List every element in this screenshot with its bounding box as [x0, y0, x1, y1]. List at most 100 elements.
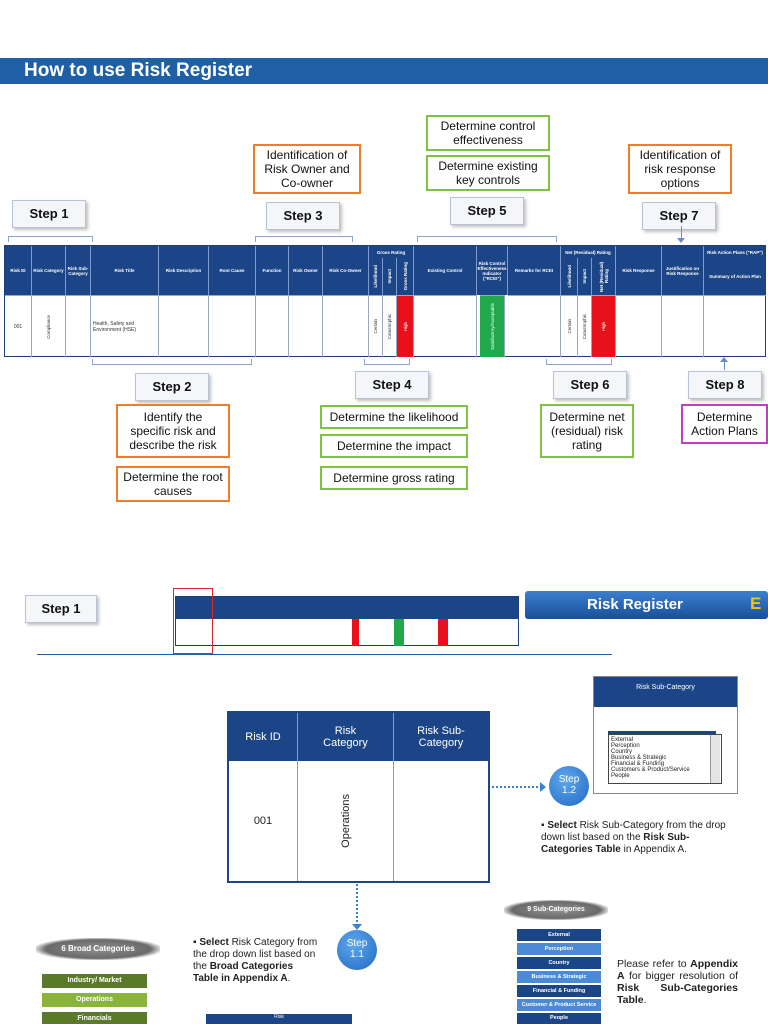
cell-net-likelihood[interactable]: Certain [561, 295, 578, 357]
hdr-function: Function [256, 246, 289, 295]
hdr-impact: Impact [383, 258, 397, 295]
note-gross-rating: Determine gross rating [320, 466, 468, 490]
arrow-to-step12 [492, 786, 542, 788]
dropdown-option[interactable]: Business & Strategic [611, 755, 667, 761]
mini-highlight-box [173, 588, 213, 654]
dropdown-option[interactable]: Financial & Funding [611, 761, 665, 767]
hdr-risk-owner: Risk Owner [289, 246, 323, 295]
cell-remarks-rci[interactable] [508, 295, 561, 357]
hdr-gross-rating-group: Gross Rating [369, 246, 414, 258]
cell-function[interactable] [256, 295, 289, 357]
bracket-step2 [92, 359, 252, 365]
arrow-head-step12 [540, 782, 546, 792]
cell-root-cause[interactable] [209, 295, 256, 357]
sub-category-item: Business & Strategic [517, 971, 601, 983]
mini-net-high [438, 619, 448, 646]
zoom-hdr-category: Risk Category [298, 713, 394, 761]
dropdown-selected-bar [608, 731, 716, 734]
divider-line [37, 654, 612, 655]
cell-risk-owner[interactable] [289, 295, 323, 357]
subcategory-dropdown-zoom: Risk Sub-Category External Perception Co… [593, 676, 738, 794]
note-net-rating: Determine net (residual) risk rating [540, 404, 634, 458]
risk-register-banner: Risk Register E [525, 591, 768, 619]
cell-likelihood[interactable]: Certain [369, 295, 383, 357]
arrow-head-step7 [677, 238, 685, 243]
select-subcategory-text: ▪ Select Risk Sub-Category from the drop… [541, 820, 726, 855]
cell-rci[interactable]: Satisfactory/Acceptable [480, 295, 505, 357]
cell-risk-category[interactable]: Compliance [32, 295, 66, 357]
cell-risk-description[interactable] [159, 295, 209, 357]
zoom-cell-subcategory[interactable] [394, 761, 488, 881]
bracket-step6 [546, 359, 612, 365]
zoom-hdr-subcategory: Risk Sub-Category [417, 725, 465, 749]
cell-summary-action[interactable] [704, 295, 766, 357]
note-identify-risk: Identify the specific risk and describe … [116, 404, 230, 458]
step-1-2-circle[interactable]: Step 1.2 [549, 766, 589, 806]
sub-categories-title: 9 Sub-Categories [504, 900, 608, 920]
dropdown-option[interactable]: Perception [611, 743, 640, 749]
note-likelihood: Determine the likelihood [320, 405, 468, 429]
cell-existing-control[interactable] [414, 295, 477, 357]
mini-header [176, 597, 518, 619]
zoom-hdr-risk-id: Risk ID [229, 713, 298, 761]
sub-category-item: External [517, 929, 601, 941]
hdr-risk-description: Risk Description [159, 246, 209, 295]
step-6-button[interactable]: Step 6 [553, 371, 627, 399]
sub-category-item: Financial & Funding [517, 985, 601, 997]
hdr-rci: Risk Control Effectiveness Indicator ("R… [477, 246, 508, 295]
table-header-row: Risk ID Risk Category Risk Sub-Category … [5, 246, 765, 295]
sub-category-item: People [517, 1013, 601, 1024]
dropdown-list[interactable]: External Perception Country Business & S… [608, 734, 722, 784]
bracket-step3 [255, 236, 353, 242]
hdr-risk-subcategory: Risk Sub-Category [66, 246, 91, 295]
step-2-button[interactable]: Step 2 [135, 373, 209, 401]
dropdown-option[interactable]: People [611, 773, 630, 779]
step-3-button[interactable]: Step 3 [266, 202, 340, 230]
step-4-button[interactable]: Step 4 [355, 371, 429, 399]
dropdown-option[interactable]: External [611, 737, 634, 743]
note-impact: Determine the impact [320, 434, 468, 458]
hdr-risk-title: Risk Title [91, 246, 159, 295]
arrow-step7 [681, 226, 682, 242]
cell-risk-subcategory[interactable] [66, 295, 91, 357]
hdr-net-rating-group: Net (Residual) Rating [561, 246, 616, 258]
broad-categories-title: 6 Broad Categories [36, 938, 160, 960]
hdr-net-likelihood: Likelihood [561, 258, 578, 295]
cell-risk-id: 001 [5, 295, 32, 357]
arrow-step8 [724, 360, 725, 370]
cell-risk-title[interactable]: Health, Safety and Environment (HSE) [91, 295, 159, 357]
note-action-plans: Determine Action Plans [681, 404, 768, 444]
dropdown-option[interactable]: Customers & Product/Service [611, 767, 690, 773]
hdr-likelihood: Likelihood [369, 258, 383, 295]
page-title: How to use Risk Register [24, 60, 253, 81]
cell-risk-response[interactable] [616, 295, 662, 357]
step-1-1-circle[interactable]: Step 1.1 [337, 930, 377, 970]
step-1-button[interactable]: Step 1 [12, 200, 86, 228]
step-8-button[interactable]: Step 8 [688, 371, 762, 399]
hdr-justification: Justification on Risk Response [662, 246, 704, 295]
section2-step-1-button[interactable]: Step 1 [25, 595, 97, 623]
note-root-causes: Determine the root causes [116, 466, 230, 502]
broad-category-item: Industry/ Market [42, 974, 147, 988]
note-control-effectiveness: Determine control effectiveness [426, 115, 550, 151]
cell-justification[interactable] [662, 295, 704, 357]
broad-category-item: Operations [42, 993, 147, 1007]
step-5-button[interactable]: Step 5 [450, 197, 524, 225]
cell-impact[interactable]: Catastrophic [383, 295, 397, 357]
hdr-remarks-rci: Remarks for RCEI [508, 246, 561, 295]
hdr-risk-category: Risk Category [32, 246, 66, 295]
zoom-cell-category[interactable]: Operations [298, 761, 394, 881]
bracket-step5 [417, 236, 557, 242]
dropdown-scrollbar[interactable] [710, 735, 720, 783]
hdr-action-plans: Risk Action Plans ("RAP") [707, 249, 763, 255]
step-7-button[interactable]: Step 7 [642, 202, 716, 230]
dropdown-option[interactable]: Country [611, 749, 633, 755]
mini-rci [394, 619, 404, 646]
sub-category-item: Customer & Product Service [517, 999, 601, 1011]
cell-net-impact[interactable]: Catastrophic [578, 295, 592, 357]
title-bar: How to use Risk Register [0, 58, 768, 84]
broad-category-item: Financials [42, 1012, 147, 1024]
arrow-head-step11 [352, 924, 362, 930]
cell-risk-coowner[interactable] [323, 295, 369, 357]
mini-register-thumbnail [175, 596, 519, 646]
